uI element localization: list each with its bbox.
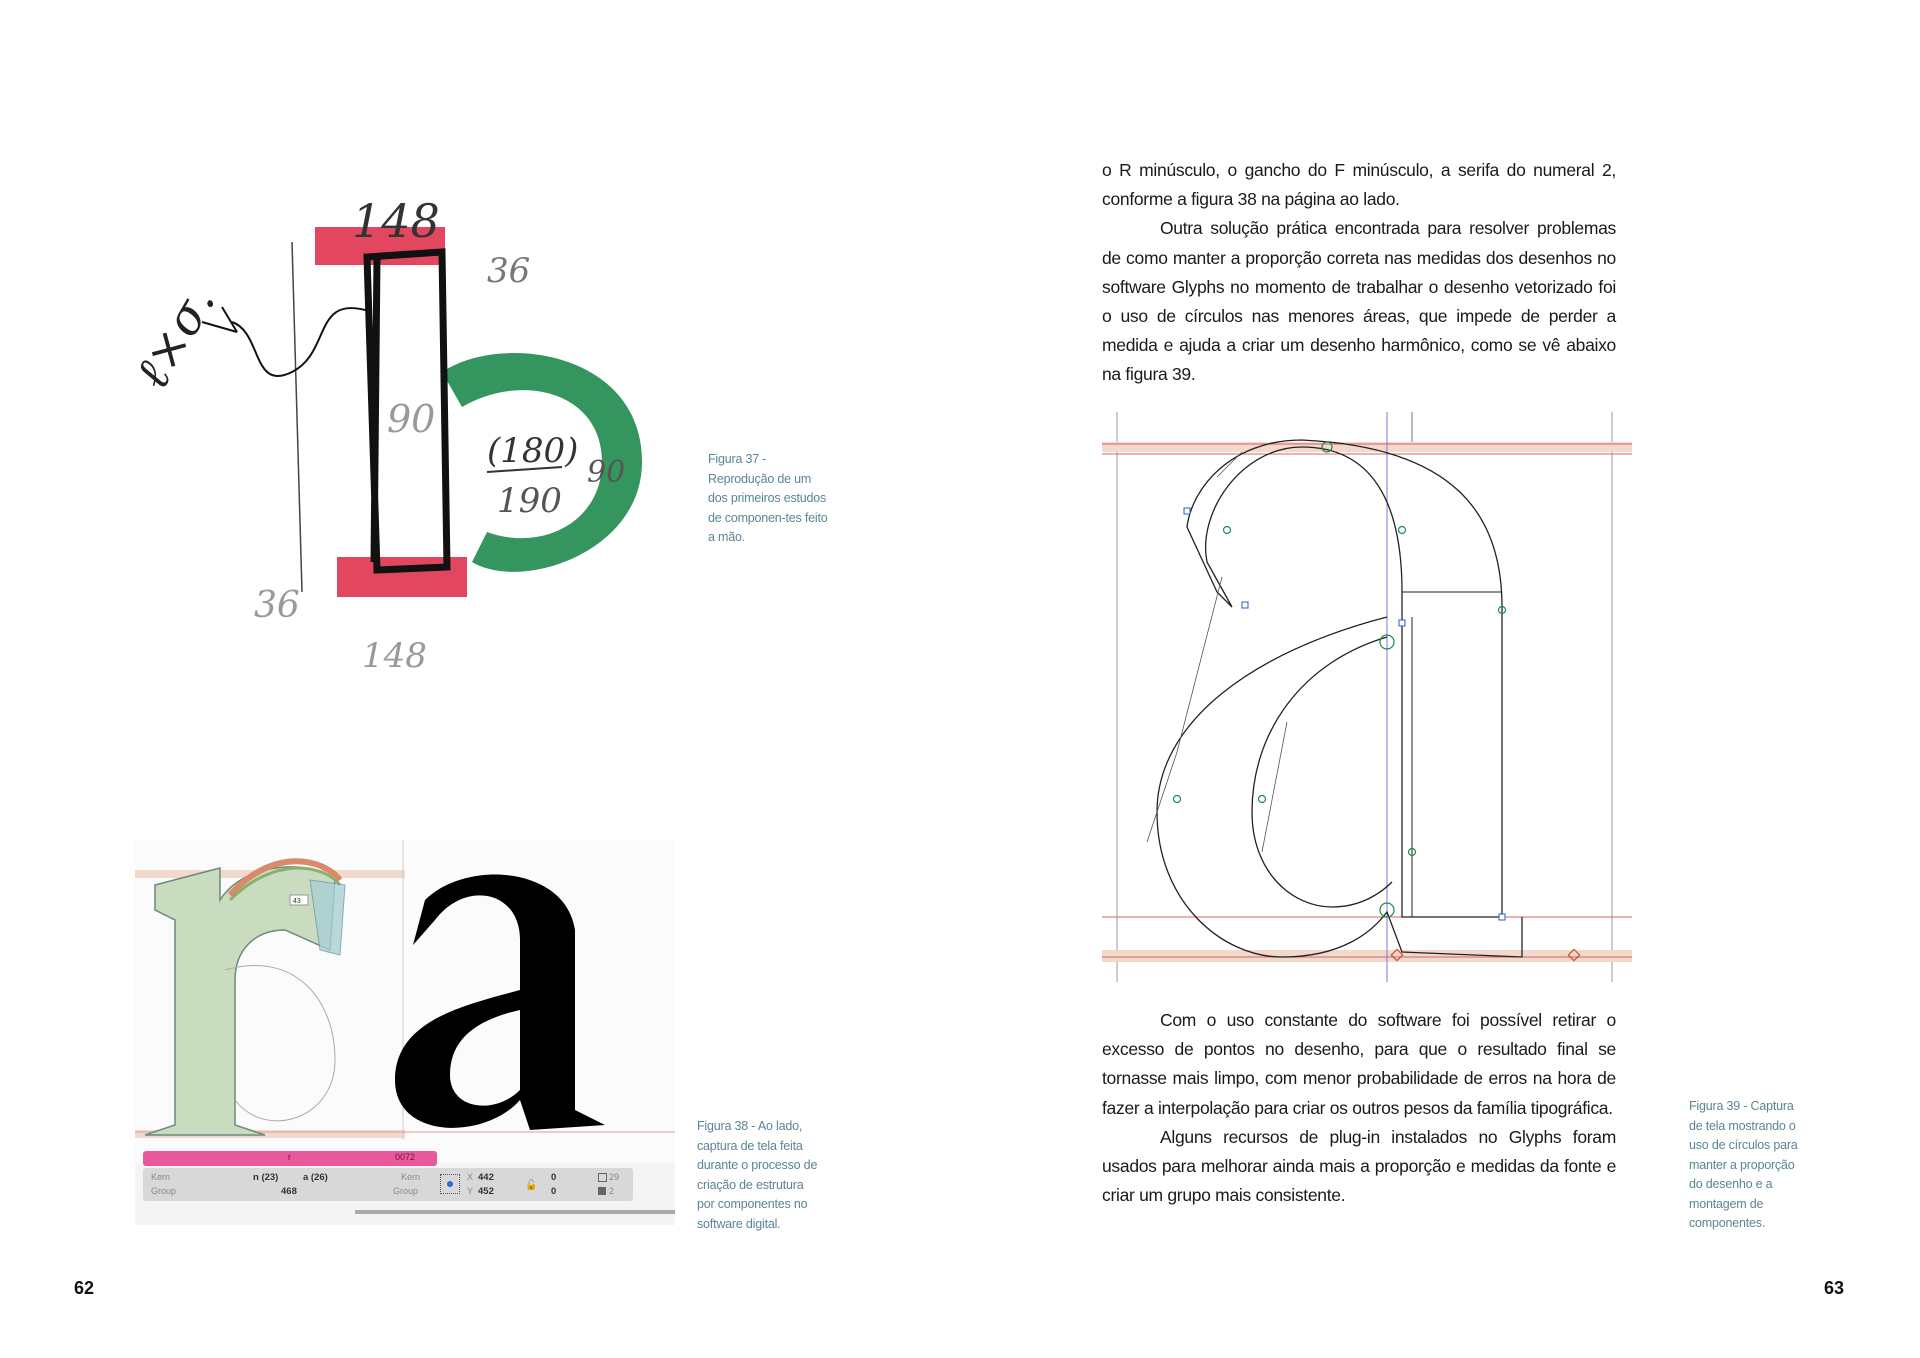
figure-37-caption: Figura 37 - Reprodução de um dos primeir… — [708, 452, 828, 544]
figure-37-sketch: 148 36 90 (180) 190 90 36 148 ℓ×σ. — [124, 194, 642, 676]
glyph-width-value[interactable]: 468 — [281, 1186, 297, 1197]
anchor-grid-icon[interactable] — [440, 1174, 460, 1194]
body-text-top: o R minúsculo, o gancho do F minúsculo, … — [1102, 156, 1616, 390]
sketch-label: (180) — [487, 431, 578, 471]
glyphs-name-bar: r 0072 — [143, 1151, 437, 1166]
sketch-label: 36 — [254, 585, 300, 626]
sketch-label: 190 — [497, 481, 562, 521]
outline-square-icon — [598, 1173, 607, 1182]
glyph-a-outline — [1186, 439, 1503, 918]
paragraph: Outra solução prática encontrada para re… — [1102, 218, 1616, 385]
lock-icon[interactable]: 🔓 — [525, 1180, 538, 1191]
y-value[interactable]: 452 — [478, 1186, 494, 1197]
group-label: Group — [151, 1186, 177, 1196]
figure-39-caption: Figura 39 - Captura de tela mostrando o … — [1689, 1099, 1798, 1230]
height-value[interactable]: 0 — [551, 1186, 557, 1197]
filled-count: 2 — [609, 1186, 615, 1196]
glyphs-info-panel: Kern Group n (23) a (26) 468 Kern Group … — [143, 1168, 633, 1201]
outline-count: 29 — [609, 1172, 620, 1182]
paragraph: Com o uso constante do software foi poss… — [1102, 1010, 1616, 1118]
sketch-label: 36 — [487, 251, 530, 291]
paragraph: o R minúsculo, o gancho do F minúsculo, … — [1102, 160, 1616, 210]
y-label: Y — [467, 1186, 474, 1196]
filled-square-icon — [598, 1187, 606, 1195]
sketch-bowl — [442, 352, 642, 572]
sketch-label: 148 — [352, 194, 440, 248]
figure-38-caption: Figura 38 - Ao lado, captura de tela fei… — [697, 1119, 818, 1231]
sketch-label: 90 — [387, 397, 435, 441]
figure-39-glyph-outline — [1102, 412, 1632, 982]
glyph-unicode: 0072 — [395, 1152, 416, 1162]
width-value[interactable]: 0 — [551, 1172, 557, 1183]
sketch-label: 90 — [587, 455, 625, 490]
kern-label: Kern — [151, 1172, 171, 1182]
x-value[interactable]: 442 — [478, 1172, 494, 1183]
sketch-label: 148 — [362, 636, 427, 676]
kern-right-value[interactable]: a (26) — [303, 1172, 328, 1183]
page-number-left: 62 — [74, 1278, 95, 1298]
kern-label-2: Kern — [401, 1172, 421, 1182]
glyph-tooltip: 43 — [293, 898, 301, 905]
group-label-2: Group — [393, 1186, 419, 1196]
kern-left-value[interactable]: n (23) — [253, 1172, 279, 1183]
page-number-right: 63 — [1824, 1278, 1845, 1298]
paragraph: Alguns recursos de plug-in instalados no… — [1102, 1126, 1616, 1206]
sketch-stem — [363, 248, 451, 574]
x-label: X — [467, 1172, 474, 1182]
body-text-bottom: Com o uso constante do software foi poss… — [1102, 1006, 1616, 1210]
glyph-a-black — [395, 874, 605, 1130]
glyph-name: r — [288, 1152, 291, 1162]
sketch-label: ℓ×σ. — [124, 276, 227, 398]
